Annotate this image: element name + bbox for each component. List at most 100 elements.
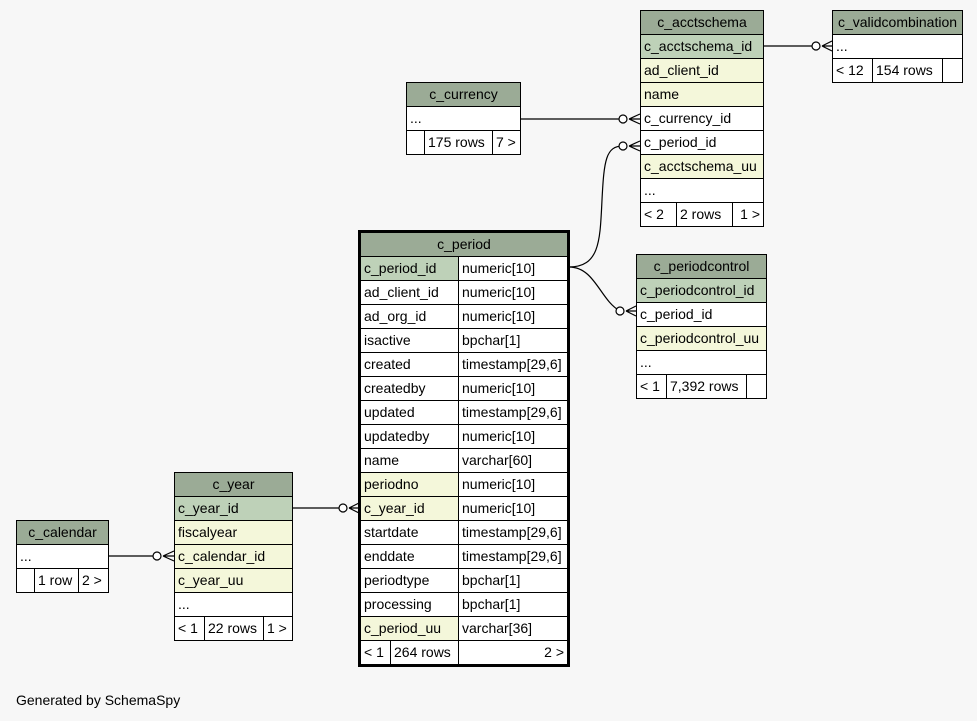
link-period-acctschema xyxy=(568,145,624,268)
column-type: numeric[10] xyxy=(462,260,536,276)
column-row: c_calendar_id xyxy=(175,545,292,569)
column-row: ... xyxy=(637,351,766,375)
table-title: c_currency xyxy=(407,83,520,107)
table-c-calendar[interactable]: c_calendar ... 1 row 2 > xyxy=(16,520,109,593)
column-row: name xyxy=(641,83,763,107)
column-name: startdate xyxy=(361,521,459,544)
table-title: c_acctschema xyxy=(641,11,763,35)
column-row: c_periodcontrol_id xyxy=(637,279,766,303)
column-type: timestamp[29,6] xyxy=(462,356,562,372)
column-name: createdby xyxy=(361,377,459,400)
column-name: created xyxy=(361,353,459,376)
children-count: 1 > xyxy=(740,206,760,222)
column-name: updated xyxy=(361,401,459,424)
children-count: 2 > xyxy=(82,572,102,588)
column-row: c_period_id xyxy=(641,131,763,155)
column-name: isactive xyxy=(361,329,459,352)
column-type: numeric[10] xyxy=(462,428,536,444)
row-count: 154 rows xyxy=(873,59,943,82)
column-type: bpchar[1] xyxy=(462,572,521,588)
column-row: c_year_uu xyxy=(175,569,292,593)
children-count xyxy=(747,375,766,398)
parents-count: < 12 xyxy=(833,59,873,82)
column-type: numeric[10] xyxy=(462,380,536,396)
table-footer: < 12 154 rows xyxy=(833,59,962,82)
row-count: 2 rows xyxy=(677,203,733,226)
row-count: 264 rows xyxy=(391,641,459,664)
row-count: 175 rows xyxy=(425,131,493,154)
column-type: numeric[10] xyxy=(462,476,536,492)
table-title: c_period xyxy=(361,233,567,257)
children-count: 1 > xyxy=(267,620,287,636)
table-c-validcombination[interactable]: c_validcombination ... < 12 154 rows xyxy=(832,10,963,83)
table-footer: 1 row 2 > xyxy=(17,569,108,592)
table-title: c_year xyxy=(175,473,292,497)
row-count: 7,392 rows xyxy=(667,375,747,398)
column-name: processing xyxy=(361,593,459,616)
column-type: bpchar[1] xyxy=(462,332,521,348)
row-count: 22 rows xyxy=(205,617,264,640)
column-row: c_periodcontrol_uu xyxy=(637,327,766,351)
table-footer: 175 rows 7 > xyxy=(407,131,520,154)
table-footer: < 2 2 rows 1 > xyxy=(641,203,763,226)
column-row: c_currency_id xyxy=(641,107,763,131)
table-title: c_calendar xyxy=(17,521,108,545)
column-name: updatedby xyxy=(361,425,459,448)
column-row: ... xyxy=(833,35,962,59)
column-name: ad_org_id xyxy=(361,305,459,328)
column-name: ad_client_id xyxy=(361,281,459,304)
table-title: c_periodcontrol xyxy=(637,255,766,279)
column-type: timestamp[29,6] xyxy=(462,524,562,540)
column-type: bpchar[1] xyxy=(462,596,521,612)
column-name: c_period_id xyxy=(361,257,459,280)
column-type: varchar[60] xyxy=(462,452,533,468)
column-name: enddate xyxy=(361,545,459,568)
generated-by-credit: Generated by SchemaSpy xyxy=(16,692,181,708)
column-row: ... xyxy=(17,545,108,569)
column-name: c_year_id xyxy=(361,497,459,520)
parents-count: < 2 xyxy=(641,203,677,226)
link-period-periodcontrol xyxy=(568,266,621,312)
table-c-currency[interactable]: c_currency ... 175 rows 7 > xyxy=(406,82,521,155)
children-count: 7 > xyxy=(496,134,516,150)
column-row: c_acctschema_uu xyxy=(641,155,763,179)
column-row: ad_client_id xyxy=(641,59,763,83)
parents-count: < 1 xyxy=(175,617,205,640)
column-row: fiscalyear xyxy=(175,521,292,545)
column-row: ... xyxy=(407,107,520,131)
column-type: numeric[10] xyxy=(462,500,536,516)
parents-count xyxy=(17,569,35,592)
table-title: c_validcombination xyxy=(833,11,962,35)
parents-count: < 1 xyxy=(637,375,667,398)
column-row: ... xyxy=(641,179,763,203)
children-count xyxy=(943,59,962,82)
row-count: 1 row xyxy=(35,569,79,592)
column-name: periodtype xyxy=(361,569,459,592)
table-c-acctschema[interactable]: c_acctschema c_acctschema_id ad_client_i… xyxy=(640,10,764,227)
column-row: c_year_id xyxy=(175,497,292,521)
column-type: timestamp[29,6] xyxy=(462,548,562,564)
table-c-year[interactable]: c_year c_year_id fiscalyear c_calendar_i… xyxy=(174,472,293,641)
column-name: c_period_uu xyxy=(361,617,459,640)
table-footer: < 1 7,392 rows xyxy=(637,375,766,398)
table-footer: < 1 22 rows 1 > xyxy=(175,617,292,640)
table-c-periodcontrol[interactable]: c_periodcontrol c_periodcontrol_id c_per… xyxy=(636,254,767,399)
column-name: periodno xyxy=(361,473,459,496)
